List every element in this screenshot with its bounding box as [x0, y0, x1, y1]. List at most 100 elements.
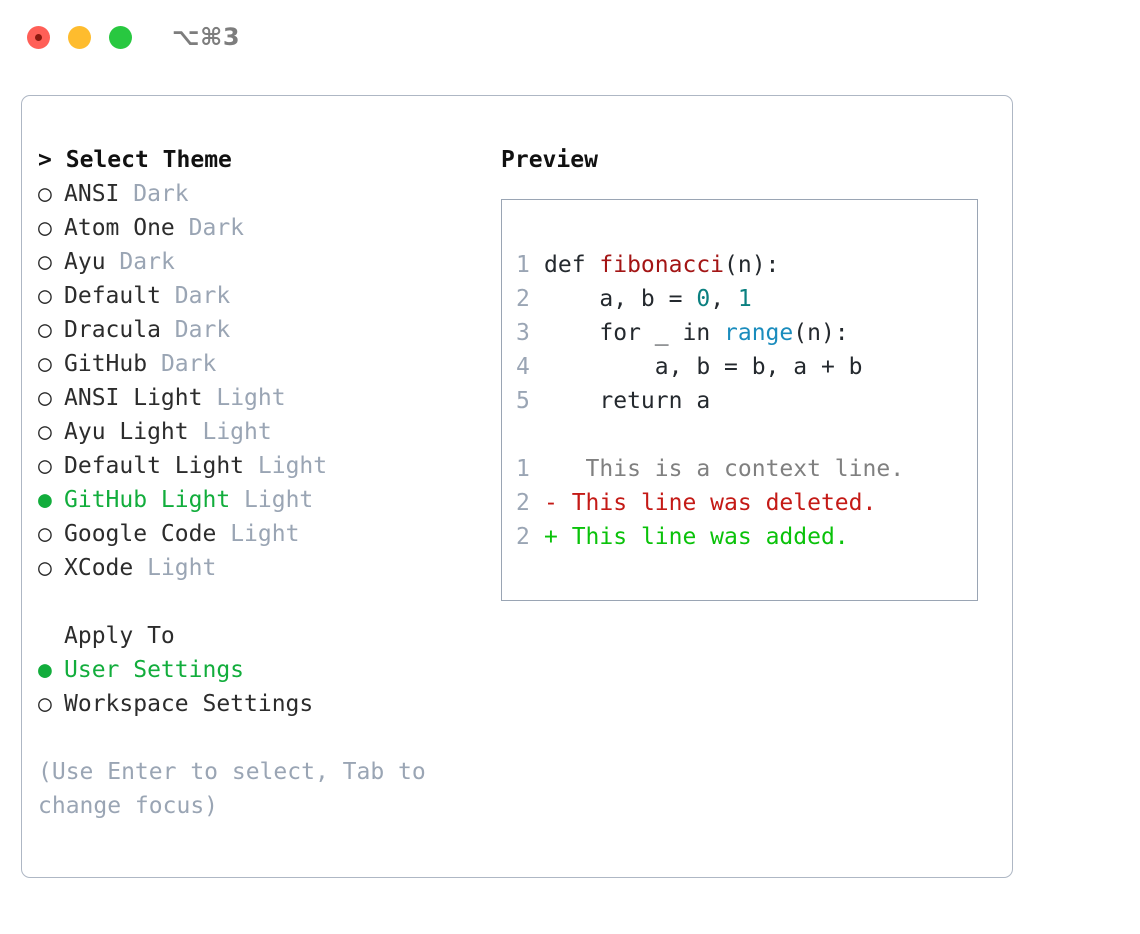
theme-option-variant-tag: Light: [230, 521, 300, 547]
code-token-plain: (n):: [724, 252, 780, 278]
theme-option-variant-tag: Dark: [133, 181, 189, 207]
code-diff-separator: [516, 418, 971, 452]
theme-option-default[interactable]: ○Default Dark: [38, 279, 498, 313]
apply-to-option-label: User Settings: [64, 657, 245, 683]
theme-option-variant-tag: Dark: [174, 283, 231, 309]
theme-option-label: Default: [64, 283, 161, 309]
theme-option-label: GitHub Light: [64, 487, 231, 513]
diff-line-number: 2: [516, 524, 530, 550]
prompt-caret-icon: >: [38, 147, 52, 173]
theme-option-github-light[interactable]: ●GitHub Light Light: [38, 483, 498, 517]
theme-option-variant-tag: Dark: [174, 317, 231, 343]
theme-option-google-code[interactable]: ○ Google Code Light: [38, 517, 498, 551]
theme-option-label: ANSI Light: [64, 385, 203, 411]
theme-option-label: ANSI: [64, 181, 120, 207]
theme-option-label: Google Code: [64, 521, 217, 547]
theme-option-xcode[interactable]: ○XCode Light: [38, 551, 498, 585]
code-line-number: 1: [516, 252, 530, 278]
code-line: 1 def fibonacci(n):: [516, 248, 971, 282]
apply-to-option-workspace-settings[interactable]: ○ Workspace Settings: [38, 687, 498, 721]
theme-option-ansi-light[interactable]: ○ ANSI Light Light: [38, 381, 498, 415]
theme-option-ayu[interactable]: ○ Ayu Dark: [38, 245, 498, 279]
diff-sample: 1 This is a context line.2- This line wa…: [516, 452, 971, 554]
select-theme-title: [52, 147, 66, 173]
diff-line-text: This line was added.: [557, 524, 849, 550]
code-token-plain: ,: [710, 286, 738, 312]
radio-unselected-icon: ○: [38, 385, 52, 411]
code-token-builtin: range: [724, 320, 794, 346]
diff-line-number: 2: [516, 490, 530, 516]
theme-option-label: Dracula: [64, 317, 161, 343]
theme-option-ansi[interactable]: ○ ANSI Dark: [38, 177, 498, 211]
radio-unselected-icon: ○: [38, 249, 52, 275]
theme-option-variant-tag: Dark: [160, 351, 217, 377]
radio-unselected-icon: ○: [38, 215, 52, 241]
code-line-number: 3: [516, 320, 530, 346]
code-token-plain: (n):: [793, 320, 849, 346]
code-token-fn: fibonacci: [599, 252, 725, 278]
apply-to-option-label: Workspace Settings: [64, 691, 314, 717]
code-token-num: 1: [737, 286, 752, 312]
diff-line-deleted: 2- This line was deleted.: [516, 486, 971, 520]
theme-option-label: XCode: [64, 555, 134, 581]
maximize-window-button[interactable]: [109, 26, 132, 49]
diff-sign-marker: [544, 456, 558, 482]
traffic-lights: [27, 26, 132, 49]
theme-option-github[interactable]: ○ GitHub Dark: [38, 347, 498, 381]
theme-option-variant-tag: Dark: [119, 249, 175, 275]
minimize-window-button[interactable]: [68, 26, 91, 49]
code-token-plain: return a: [544, 388, 711, 414]
apply-to-heading: Apply To: [64, 623, 175, 649]
theme-picker-dialog: > Select Theme ○ANSI Dark○Atom One Dark○…: [21, 95, 1013, 878]
code-line: 2 a, b = 0, 1: [516, 282, 971, 316]
theme-option-variant-tag: Light: [147, 555, 217, 581]
close-window-button[interactable]: [27, 26, 50, 49]
theme-option-label: GitHub: [64, 351, 148, 377]
code-token-plain: a, b = b, a + b: [544, 354, 863, 380]
theme-option-variant-tag: Dark: [188, 215, 245, 241]
theme-option-variant-tag: Light: [216, 385, 286, 411]
theme-option-variant-tag: Light: [244, 487, 314, 513]
theme-option-label: Ayu: [64, 249, 106, 275]
radio-unselected-icon: ○: [38, 521, 52, 547]
theme-option-label: Ayu Light: [64, 419, 189, 445]
radio-unselected-icon: ○: [38, 691, 52, 717]
list-spacer: [38, 585, 498, 619]
hint-spacer: [38, 721, 498, 755]
keyboard-shortcut-label: ⌥⌘3: [172, 23, 241, 51]
diff-line-added: 2 + This line was added.: [516, 520, 971, 554]
theme-option-variant-tag: Light: [257, 453, 328, 479]
theme-option-dracula[interactable]: ○Dracula Dark: [38, 313, 498, 347]
theme-option-label: Default Light: [64, 453, 245, 479]
diff-sign-marker: +: [544, 524, 558, 550]
theme-option-default-light[interactable]: ○Default Light Light: [38, 449, 498, 483]
apply-to-option-user-settings[interactable]: ●User Settings: [38, 653, 498, 687]
code-line-number: 2: [516, 286, 530, 312]
radio-unselected-icon: ○: [38, 181, 52, 207]
radio-unselected-icon: ○: [38, 419, 52, 445]
title-bar: ⌥⌘3: [0, 0, 1140, 78]
select-theme-text: Select Theme: [65, 147, 232, 173]
theme-selection-column: > Select Theme ○ANSI Dark○Atom One Dark○…: [38, 143, 498, 823]
keyboard-hint-text: (Use Enter to select, Tab to change focu…: [38, 759, 426, 819]
apply-to-list: ●User Settings ○ Workspace Settings: [38, 653, 498, 721]
theme-option-label: Atom One: [64, 215, 175, 241]
code-token-num: 0: [696, 286, 711, 312]
diff-line-number: 1: [516, 456, 530, 482]
diff-line-text: This is a context line.: [557, 456, 905, 482]
theme-option-ayu-light[interactable]: ○Ayu Light Light: [38, 415, 498, 449]
theme-option-atom-one[interactable]: ○ Atom One Dark: [38, 211, 498, 245]
code-token-plain: def: [544, 252, 600, 278]
theme-list: ○ANSI Dark○Atom One Dark○Ayu Dark○Defaul…: [38, 177, 498, 585]
code-line-number: 4: [516, 354, 530, 380]
code-token-plain: a, b =: [544, 286, 697, 312]
preview-heading: Preview: [501, 147, 598, 173]
diff-line-context: 1 This is a context line.: [516, 452, 971, 486]
code-line: 5 return a: [516, 384, 971, 418]
radio-unselected-icon: ○: [38, 351, 52, 377]
code-line: 4 a, b = b, a + b: [516, 350, 971, 384]
